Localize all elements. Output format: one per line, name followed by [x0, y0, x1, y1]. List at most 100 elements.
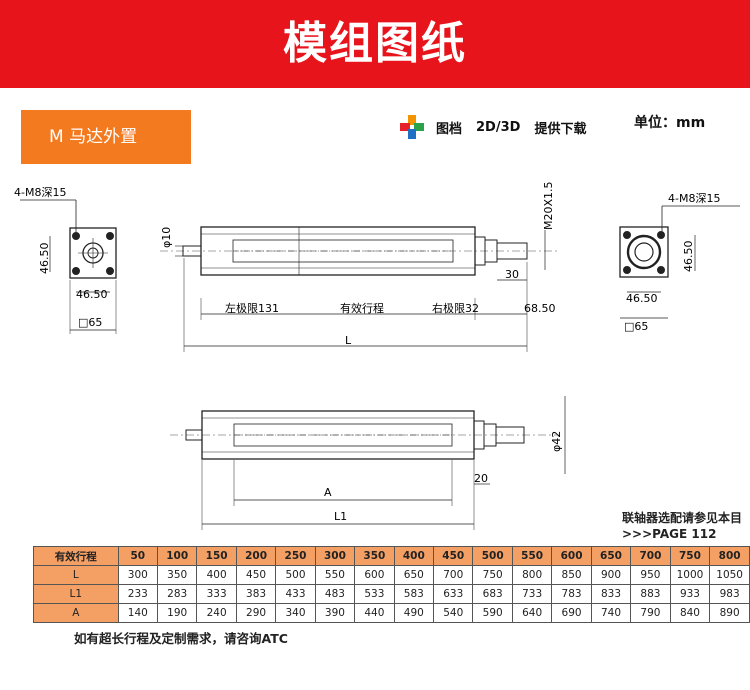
table-header-cell: 300 [314, 546, 356, 566]
table-cell: 550 [314, 565, 356, 585]
header-banner [0, 0, 750, 88]
motor-mount-tag: M 马达外置 [21, 110, 191, 164]
table-header-cell: 800 [709, 546, 750, 566]
table-cell: 900 [590, 565, 632, 585]
table-header-cell: 600 [551, 546, 592, 566]
table-cell: 983 [709, 584, 750, 604]
table-cell: 640 [511, 603, 553, 623]
table-cell: 583 [393, 584, 435, 604]
dim-68-50: 68.50 [524, 302, 556, 315]
left-horizontal-dim: 46.50 [76, 288, 108, 301]
table-cell: 650 [393, 565, 435, 585]
format-label: 2D/3D [476, 119, 521, 135]
table-cell: 933 [669, 584, 711, 604]
table-cell: 950 [630, 565, 671, 585]
file-format-icon [400, 115, 424, 139]
table-cell: 233 [117, 584, 158, 604]
archive-label: 图档 [436, 121, 463, 137]
thread-spec: M20X1.5 [542, 181, 555, 230]
table-cell: 383 [235, 584, 277, 604]
table-header-cell: 500 [472, 546, 513, 566]
dim-20: 20 [474, 472, 488, 485]
length-L-label: L [345, 334, 352, 347]
right-end-view [619, 205, 740, 319]
table-cell: 440 [354, 603, 395, 623]
right-hole-spec: 4-M8深15 [668, 192, 720, 205]
coupling-reference-note: 联轴器选配请参见本目 >>>PAGE 112 [622, 510, 742, 542]
table-header-cell: 700 [630, 546, 671, 566]
table-header-cell: 50 [117, 546, 158, 566]
dim-30: 30 [505, 268, 519, 281]
table-cell: 700 [433, 565, 474, 585]
right-vertical-dim: 46.50 [682, 241, 695, 273]
table-cell: 433 [275, 584, 316, 604]
table-header-cell: 750 [669, 546, 711, 566]
stroke-label: 有效行程 [340, 301, 384, 315]
coupling-note-line1: 联轴器选配请参见本目 [622, 511, 743, 525]
table-cell: 1050 [709, 565, 750, 585]
table-header-cell: 350 [354, 546, 395, 566]
table-cell: 733 [511, 584, 553, 604]
table-cell: 890 [709, 603, 750, 623]
right-limit-label: 右极限32 [432, 301, 479, 315]
technical-drawing: 4-M8深15 46.50 46.50 □65 φ10 M20X1.5 30 左… [14, 181, 740, 530]
table-header-cell: 250 [275, 546, 316, 566]
table-cell: 340 [275, 603, 316, 623]
table-cell: 300 [117, 565, 158, 585]
left-hole-spec: 4-M8深15 [14, 186, 66, 199]
table-header-cell: 100 [156, 546, 198, 566]
table-cell: 450 [235, 565, 277, 585]
right-horizontal-dim: 46.50 [626, 292, 658, 305]
length-L1-label: L1 [334, 510, 347, 523]
table-cell: 283 [156, 584, 198, 604]
table-cell: 290 [235, 603, 277, 623]
table-row-label: A [33, 603, 119, 623]
table-cell: 500 [275, 565, 316, 585]
table-cell: 240 [196, 603, 237, 623]
table-cell: 750 [472, 565, 513, 585]
left-end-view [20, 199, 117, 334]
table-cell: 790 [630, 603, 671, 623]
table-header-cell: 200 [235, 546, 277, 566]
table-cell: 540 [433, 603, 474, 623]
table-cell: 800 [511, 565, 553, 585]
shaft-diameter-dim: φ10 [160, 227, 173, 248]
length-A-label: A [324, 486, 332, 499]
left-limit-label: 左极限131 [225, 301, 279, 315]
body-diameter-dim: φ42 [550, 431, 563, 452]
table-cell: 600 [354, 565, 395, 585]
module-side-view-top [160, 226, 560, 352]
right-square-dim: □65 [624, 320, 648, 333]
table-header-label: 有效行程 [33, 546, 119, 566]
table-cell: 850 [551, 565, 592, 585]
table-header-cell: 400 [393, 546, 435, 566]
table-cell: 883 [630, 584, 671, 604]
table-cell: 633 [433, 584, 474, 604]
table-cell: 533 [354, 584, 395, 604]
table-header-cell: 150 [196, 546, 237, 566]
file-download-info: 图档 2D/3D 提供下载 [398, 114, 600, 140]
table-cell: 190 [156, 603, 198, 623]
table-cell: 400 [196, 565, 237, 585]
table-cell: 840 [669, 603, 711, 623]
table-cell: 683 [472, 584, 513, 604]
table-cell: 140 [117, 603, 158, 623]
table-cell: 690 [551, 603, 592, 623]
table-cell: 333 [196, 584, 237, 604]
table-cell: 783 [551, 584, 592, 604]
unit-label: 单位：mm [634, 115, 706, 131]
table-cell: 740 [590, 603, 632, 623]
coupling-note-line2: >>>PAGE 112 [622, 527, 717, 541]
left-vertical-dim: 46.50 [38, 243, 51, 275]
table-cell: 833 [590, 584, 632, 604]
table-header-cell: 550 [511, 546, 553, 566]
module-side-view-bottom [170, 396, 566, 530]
table-cell: 490 [393, 603, 435, 623]
table-cell: 1000 [669, 565, 711, 585]
download-label: 提供下载 [534, 121, 587, 137]
table-row-label: L [33, 565, 119, 585]
